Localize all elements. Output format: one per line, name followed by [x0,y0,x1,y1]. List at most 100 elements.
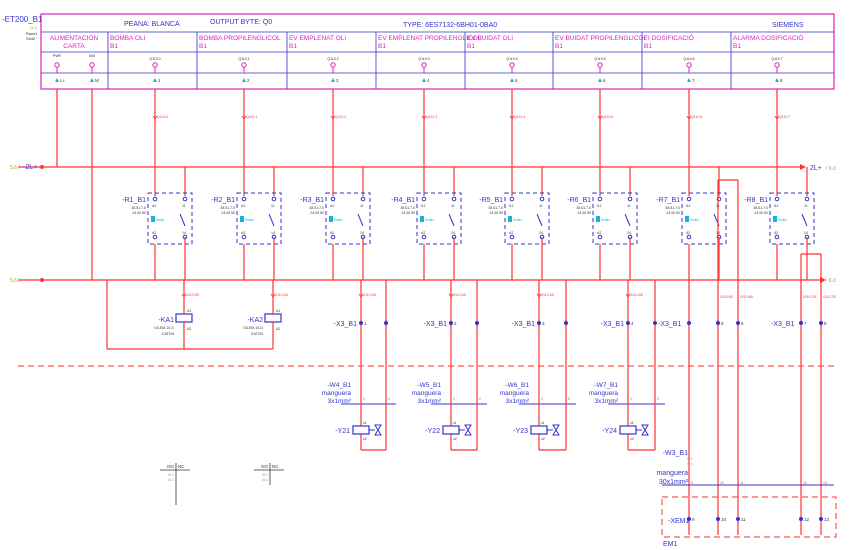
bus-top-left-ref: 5.6 / [10,165,20,171]
terminal-point-icon [799,321,803,325]
valve-terminal: x1 [541,421,545,425]
channel-label-line1: FI DOSIFICACIÓ [644,33,694,42]
channel-address: Q110.4 [506,57,517,61]
terminal-14: 14 [271,231,275,235]
channel-address: Q110.6 [683,57,694,61]
wire-label: 0110.7B [823,295,836,299]
terminal-number: - [692,321,694,326]
relay-part-number: 38.51.7.0 [400,206,415,210]
terminal-tag: -X3_B1 [334,321,357,328]
relay-part-number: 24.00.50 [132,211,146,215]
contactor-model: DILEM-10-G [243,326,263,330]
relay-tag: -R1_B1 [122,197,146,204]
wire-label: 0110.6B [720,295,733,299]
pin-number: 2 [247,78,250,83]
terminal-14: 14 [627,231,631,235]
table-header-nc: NC [178,464,185,469]
relay-part-number: 38.51.7.0 [131,206,146,210]
pin-number: L+ [60,78,66,83]
terminal-a2: A2 [597,231,601,235]
terminal-a2: A2 [774,231,778,235]
channel-label-line2: B1 [378,43,386,50]
terminal-a1: A1 [597,204,601,208]
bus-bottom-left-ref: 5.6 / [10,278,20,284]
relay-brand: finder [690,218,700,222]
terminal-point-icon [384,321,388,325]
terminal-a1: A1 [152,204,156,208]
connection-arrow-icon [598,78,602,82]
terminal-tag: -X3_B1 [771,321,794,328]
wire-arrow-icon [625,293,631,298]
valve-tag: -Y22 [425,428,440,435]
relay-brand: finder [601,218,611,222]
finder-logo-icon [420,216,424,222]
output-pin-icon [330,62,336,68]
output-pin-icon [686,62,692,68]
terminal-a2: A2 [509,231,513,235]
no-contact-icon [268,213,275,227]
channel-label-line2: B1 [199,43,207,50]
terminal-a2: A2 [241,231,245,235]
finder-logo-icon [508,216,512,222]
relay-part-number: 24.00.50 [310,211,324,215]
solenoid-coil-icon [619,425,637,435]
wire-arrow-icon [330,115,336,120]
contactor-coil-icon [175,313,193,323]
xem-terminal-number: 13 [824,517,830,522]
pin-number: 3 [336,78,339,83]
terminal-14: 14 [360,231,364,235]
relay-part-number: 24.00.50 [754,211,768,215]
cable-type: manguera [412,390,442,397]
slot-label: Slot2 [26,36,36,41]
wire-arrow-icon [358,293,364,298]
wire-label: 0110.3B [453,293,466,297]
relay-tag: -R5_B1 [479,197,503,204]
relay-enclosure [416,192,462,245]
terminal-a1: A1 [187,309,191,313]
channel-label-line1: EV EMPLENAT OLI [289,35,346,42]
relay-enclosure [592,192,638,245]
terminal-a2: A2 [152,231,156,235]
terminal-14: 14 [451,231,455,235]
connection-arrow-icon [153,78,157,82]
terminal-a1: A1 [241,204,245,208]
main-cable-ref: /9.1 [687,457,693,461]
relay-enclosure [325,192,371,245]
terminal-number: 6 [741,321,744,326]
wire-label: Q110.2 [335,115,346,119]
terminal-point-icon [819,321,823,325]
xem-terminal-icon [716,517,720,521]
wire-label: Q110.4 [514,115,525,119]
channel-address: Q110.3 [418,57,429,61]
main-cable-section: 30x1mm² [659,479,689,486]
finder-logo-icon [240,216,244,222]
cable-section: 3x1mm² [418,398,442,405]
terminal-a1: A1 [330,204,334,208]
xem-location: EM1 [663,541,678,548]
bus-top-right-ref: / 6.0 [826,166,836,172]
relay-terminal-icon [597,234,603,240]
terminal-a2: A2 [276,327,280,331]
valve-tag: -Y24 [602,428,617,435]
pin-top-label: MID [89,54,96,58]
terminal-number: 5 [721,321,724,326]
cable-section: 3x1mm² [506,398,530,405]
terminal-group-5: -50110.6B60110.6B70110.7B80110.7B-X3_B1-… [658,179,836,535]
xem-terminal-icon [736,517,740,521]
valve-icon [464,424,472,436]
relay-terminal-icon [509,196,515,202]
relay-terminal-icon [152,196,158,202]
channel-label-line1: ALIMENTACIÓN [50,33,99,42]
relay-part-number: 38.51.7.0 [753,206,768,210]
